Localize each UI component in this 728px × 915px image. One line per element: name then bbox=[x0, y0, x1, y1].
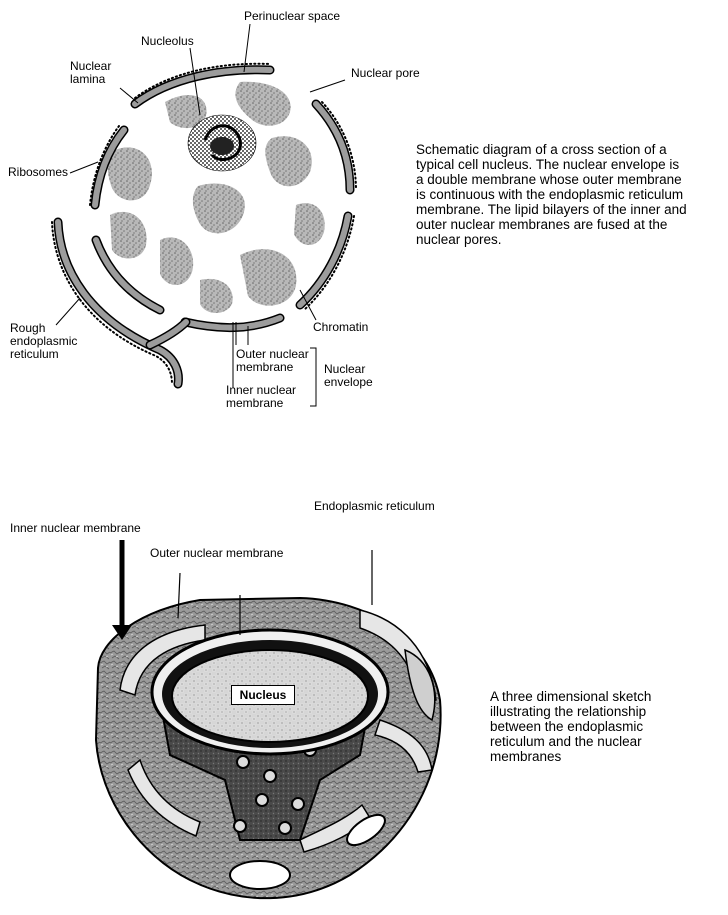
rough-er-arm bbox=[51, 217, 191, 389]
label-nuclear-lamina: Nuclear lamina bbox=[70, 59, 112, 86]
nucleolus bbox=[187, 114, 257, 172]
chromatin-regions bbox=[107, 81, 325, 313]
label-outer-nuclear-membrane: Outer nuclear membrane bbox=[236, 347, 309, 374]
label-nuclear-pore: Nuclear pore bbox=[351, 66, 420, 80]
label-rough-er: Rough endoplasmic reticulum bbox=[10, 321, 78, 361]
label-endoplasmic-reticulum: Endoplasmic reticulum bbox=[314, 499, 435, 513]
inner-membrane-arrow bbox=[112, 540, 132, 640]
label-nucleolus: Nucleolus bbox=[141, 34, 194, 48]
nucleus-cross-section bbox=[51, 23, 357, 407]
label-nuclear-envelope: Nuclear envelope bbox=[324, 362, 373, 389]
bottom-leader-lines bbox=[177, 550, 373, 635]
top-leader-lines bbox=[55, 23, 346, 407]
nuclear-envelope-segments bbox=[89, 62, 357, 333]
caption-cross-section: Schematic diagram of a cross section of … bbox=[416, 142, 687, 247]
er-lumen-opening bbox=[229, 860, 291, 890]
label-inner-nuclear-membrane: Inner nuclear membrane bbox=[226, 383, 297, 410]
label-ribosomes: Ribosomes bbox=[8, 165, 69, 179]
label-chromatin: Chromatin bbox=[313, 320, 369, 334]
label-inner-nuclear-membrane-3d: Inner nuclear membrane bbox=[10, 521, 141, 535]
label-perinuclear-space: Perinuclear space bbox=[244, 9, 341, 23]
label-outer-nuclear-membrane-3d: Outer nuclear membrane bbox=[150, 546, 284, 560]
label-nucleus: Nucleus bbox=[231, 685, 295, 705]
nucleus-3d-sketch bbox=[94, 540, 442, 900]
caption-3d-sketch: A three dimensional sketch illustrating … bbox=[490, 689, 652, 764]
